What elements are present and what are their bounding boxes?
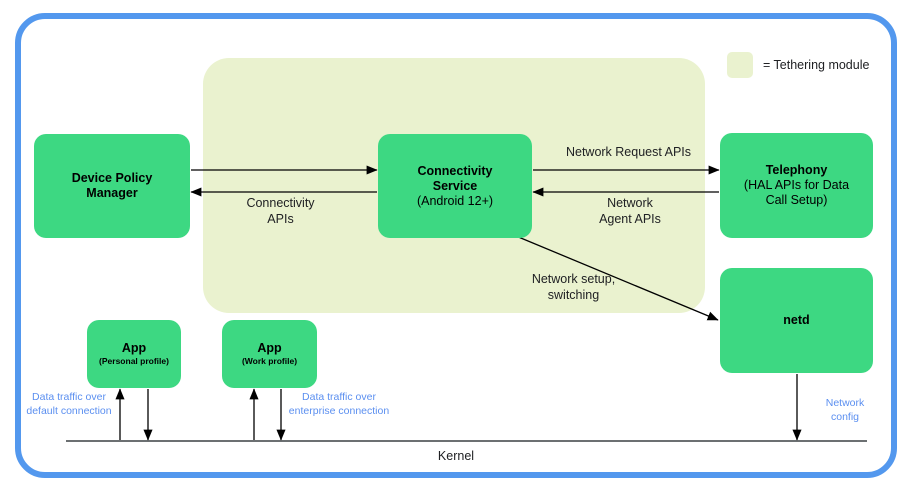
node-connectivity-service[interactable]: Connectivity Service (Android 12+)	[378, 134, 532, 238]
node-subtitle: (Work profile)	[241, 356, 298, 366]
label-line1: Network	[825, 397, 865, 409]
label-network-agent-apis: Network Agent APIs	[566, 195, 694, 227]
label-data-traffic-enterprise-connection: Data traffic over enterprise connection	[286, 390, 392, 418]
label-line2: default connection	[26, 405, 112, 417]
node-title: App	[121, 341, 147, 355]
edge-cs-to-netd	[515, 235, 719, 321]
label-connectivity-apis: Connectivity APIs	[224, 195, 337, 227]
node-app-work-profile[interactable]: App (Work profile)	[222, 320, 317, 388]
node-subtitle-line2: Call Setup)	[765, 193, 828, 207]
node-subtitle: (HAL APIs for Data	[743, 178, 850, 192]
label-line1: Network setup,	[531, 272, 616, 286]
legend-label: = Tethering module	[763, 58, 870, 72]
label-line1: Data traffic over	[302, 391, 376, 403]
label-kernel: Kernel	[406, 448, 506, 464]
label-line2: Agent APIs	[599, 212, 661, 226]
node-title: App	[257, 341, 282, 355]
node-app-personal-profile[interactable]: App (Personal profile)	[87, 320, 181, 388]
label-line1: Data traffic over	[32, 391, 106, 403]
label-network-request-apis: Network Request APIs	[556, 144, 701, 160]
label-network-setup-switching: Network setup, switching	[506, 271, 641, 303]
device-boundary-frame	[15, 13, 897, 478]
node-netd[interactable]: netd	[720, 268, 873, 373]
node-title-line2: Manager	[86, 186, 138, 200]
label-line1: Kernel	[437, 449, 475, 463]
legend-swatch-icon	[727, 52, 753, 78]
label-line2: switching	[547, 288, 600, 302]
label-network-config: Network config	[813, 396, 877, 424]
node-telephony[interactable]: Telephony (HAL APIs for Data Call Setup)	[720, 133, 873, 238]
label-data-traffic-default-connection: Data traffic over default connection	[20, 390, 118, 418]
node-title: netd	[783, 313, 810, 327]
label-line1: Network	[607, 196, 653, 210]
node-title-line2: Service	[432, 178, 478, 193]
label-line1: Network Request APIs	[565, 145, 692, 159]
node-title: Connectivity	[417, 163, 493, 178]
node-title: Device Policy	[71, 171, 153, 185]
node-subtitle: (Android 12+)	[416, 193, 494, 208]
label-line2: APIs	[267, 212, 294, 226]
label-line2: enterprise connection	[288, 405, 390, 417]
legend-tethering-module: = Tethering module	[727, 52, 869, 78]
node-device-policy-manager[interactable]: Device Policy Manager	[34, 134, 190, 238]
node-title: Telephony	[765, 163, 828, 177]
label-line1: Connectivity	[246, 196, 315, 210]
node-subtitle: (Personal profile)	[99, 356, 169, 366]
label-line2: config	[830, 411, 860, 423]
